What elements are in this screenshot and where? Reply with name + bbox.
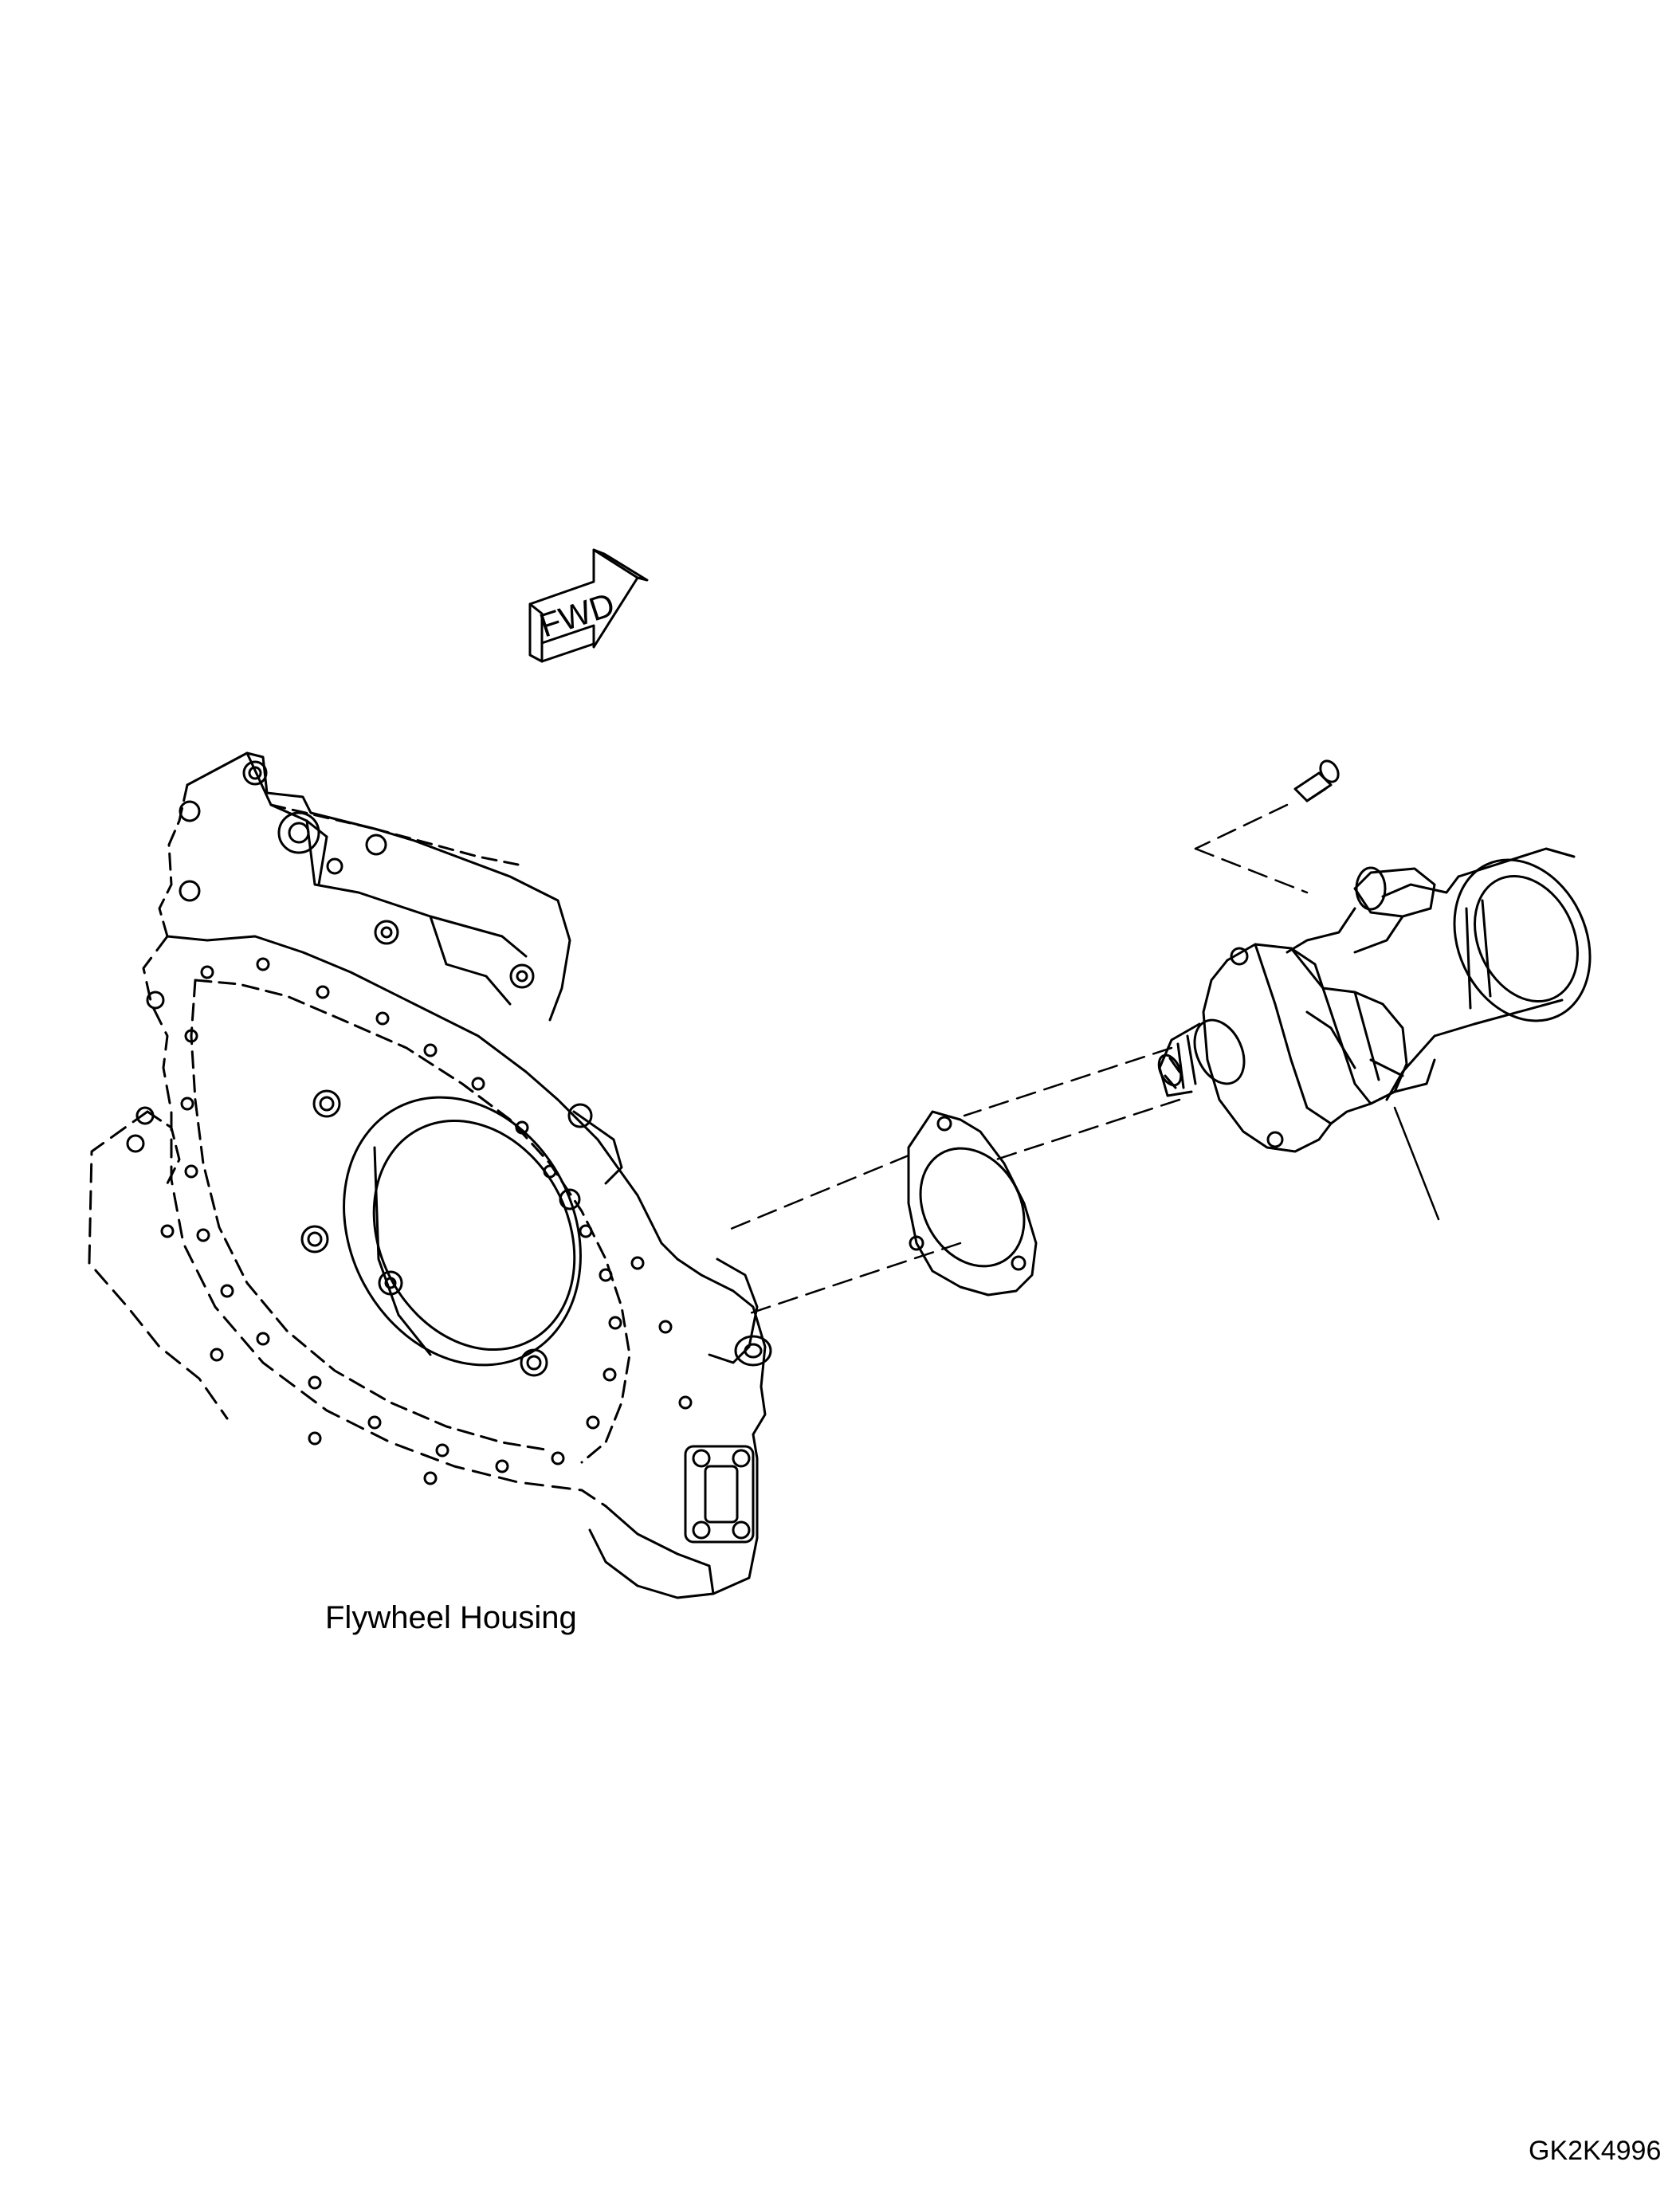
figure-code-label: GK2K4996 (1529, 2136, 1662, 2166)
starter-motor (1157, 847, 1592, 1221)
flywheel-housing-label: Flywheel Housing (325, 1600, 577, 1635)
flywheel-housing (88, 751, 772, 1599)
gasket (907, 1110, 1038, 1297)
assembly-lines (724, 803, 1309, 1316)
mounting-bolt (1293, 759, 1340, 802)
fwd-arrow-icon: FWD (528, 548, 649, 663)
